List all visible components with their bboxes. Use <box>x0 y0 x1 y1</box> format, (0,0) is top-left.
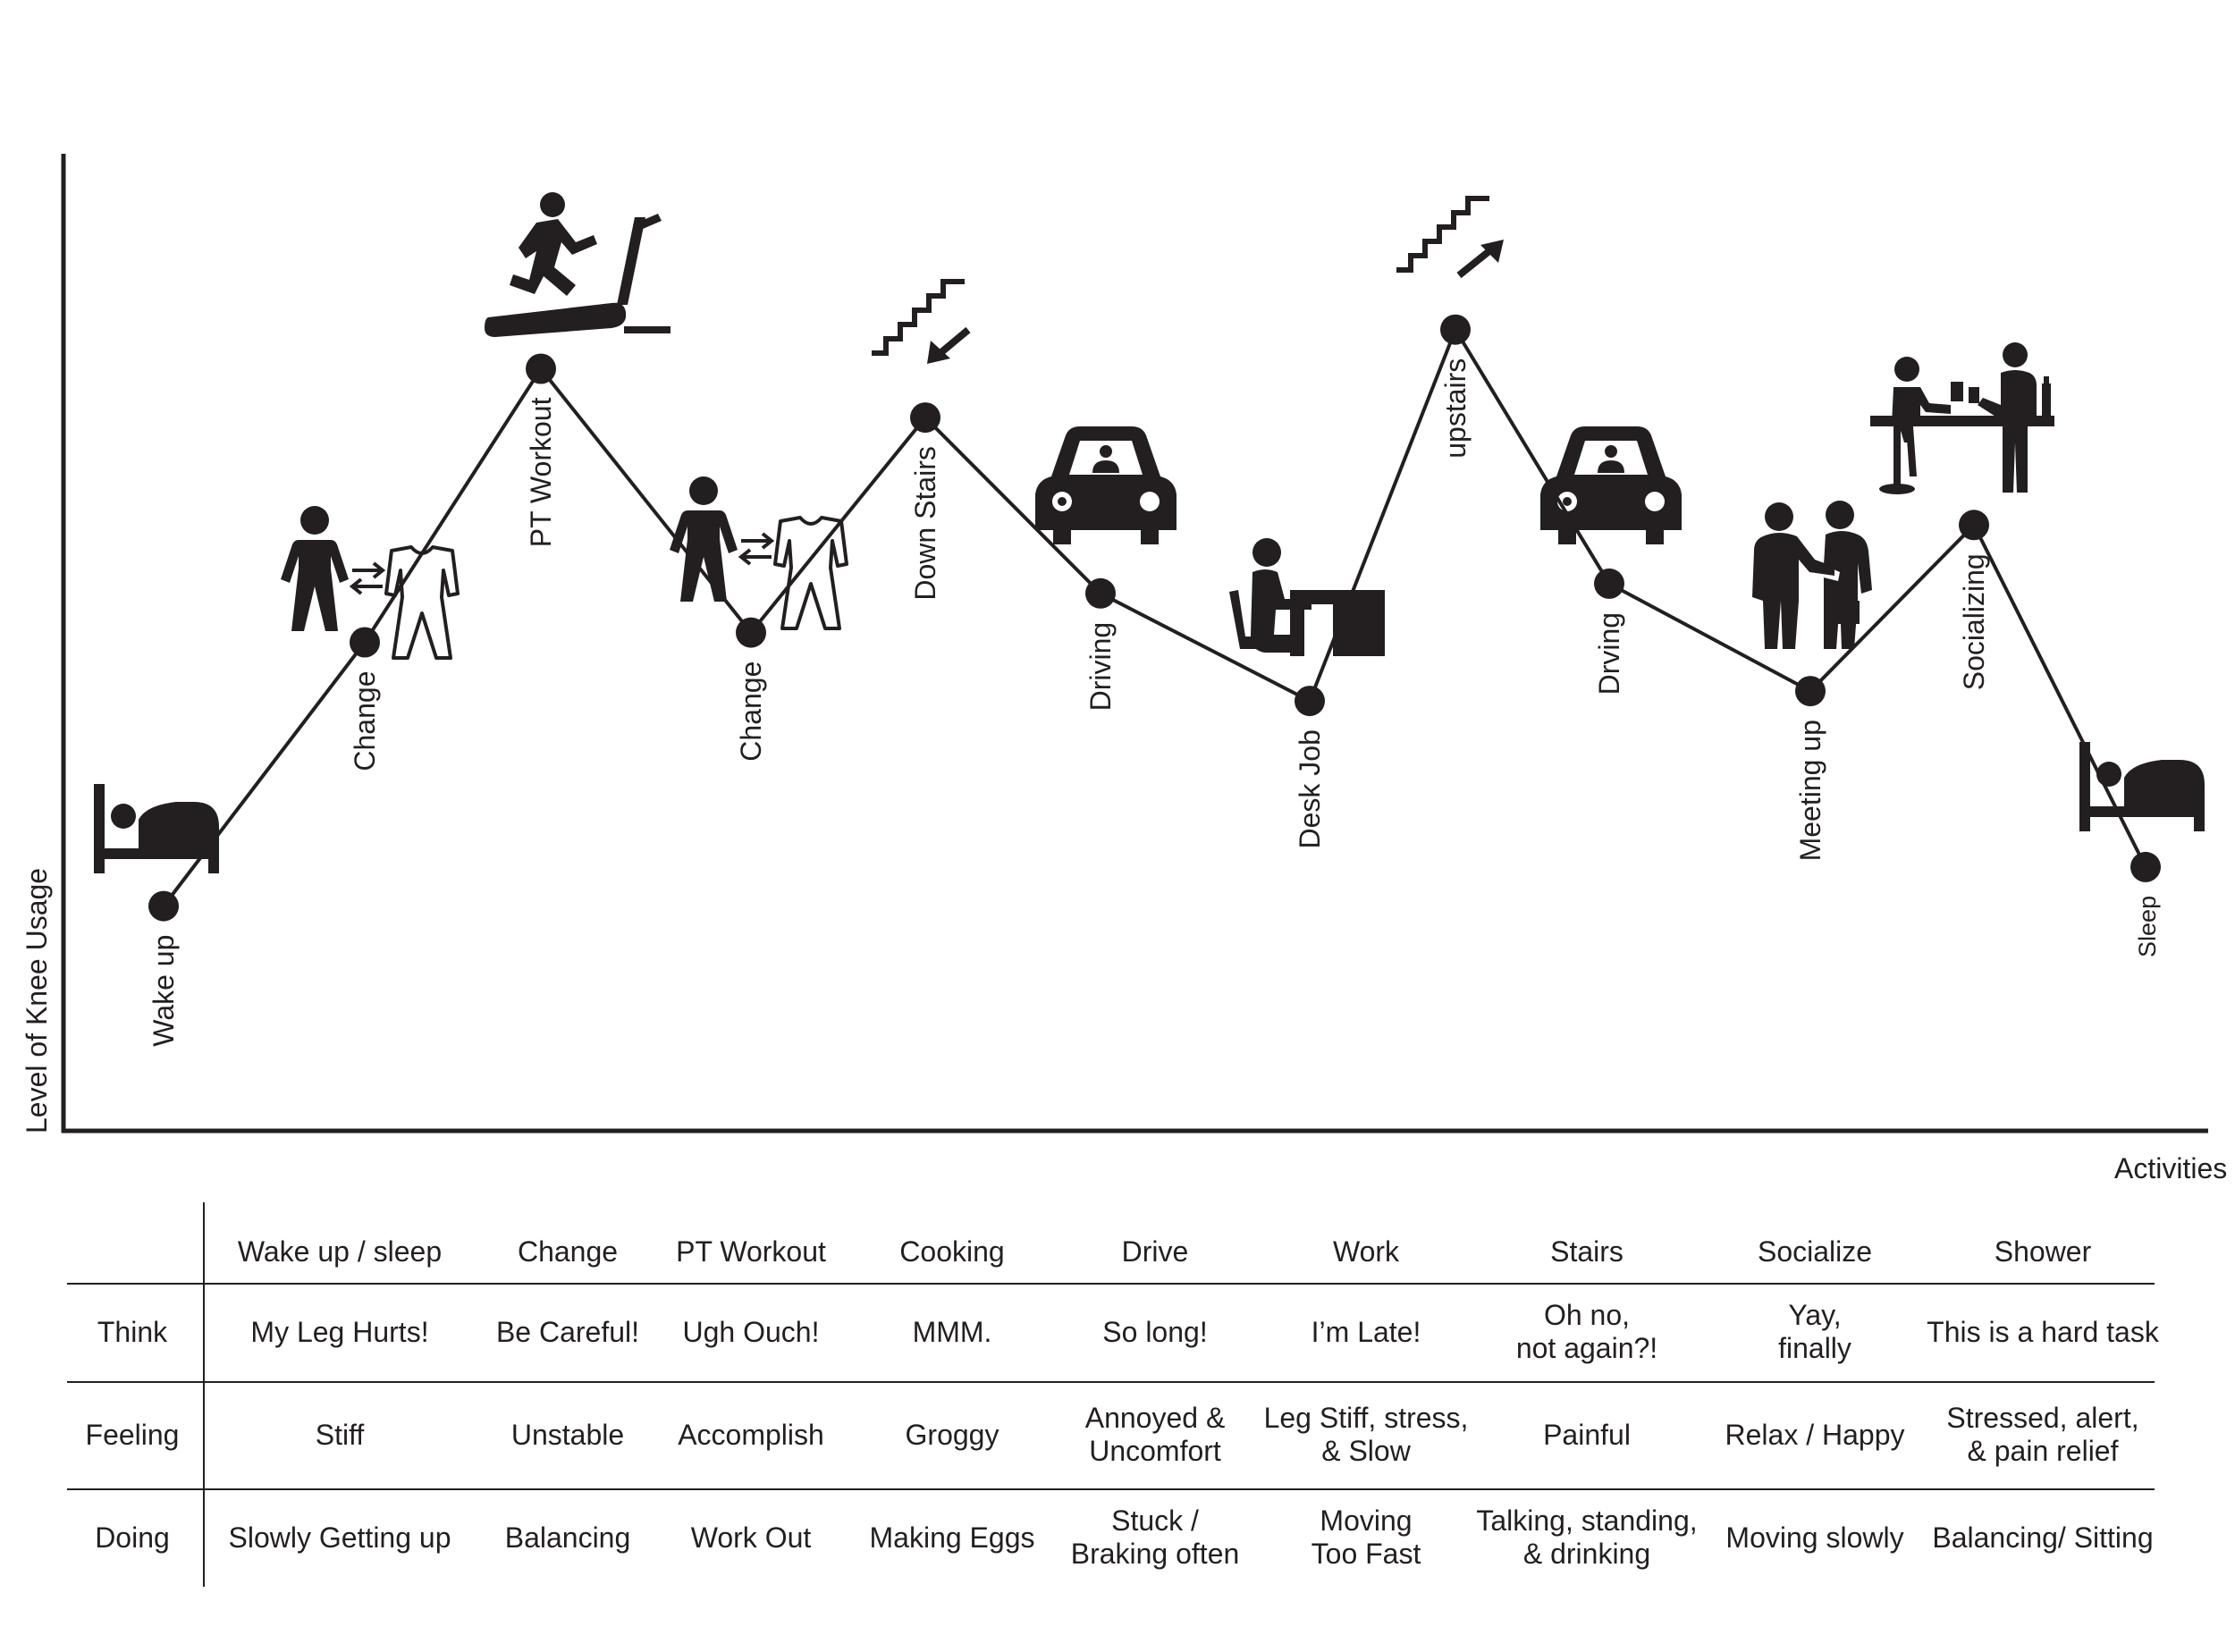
data-point <box>910 402 940 434</box>
table-cell: Stuck / Braking often <box>1070 1504 1240 1570</box>
table-rule <box>67 1381 2155 1383</box>
table-cell: Moving Too Fast <box>1311 1504 1421 1570</box>
table-cell: I’m Late! <box>1311 1315 1421 1348</box>
point-label: Drving <box>1593 612 1625 695</box>
journey-table: Wake up / sleep Change PT Workout Cooking Dr… <box>67 1202 2159 1587</box>
data-point <box>1795 676 1826 707</box>
column-header: Stairs <box>1550 1235 1624 1268</box>
row-header: Think <box>97 1315 168 1348</box>
data-point <box>2130 851 2161 882</box>
knee-usage-journey-chart: Level of Knee Usage Activities <box>21 154 2227 1184</box>
table-cell: MMM. <box>912 1315 992 1348</box>
point-label: Sleep <box>2134 896 2161 957</box>
car-icon <box>1035 426 1177 544</box>
point-label: Desk Job <box>1294 729 1326 848</box>
x-axis-label: Activities <box>2114 1152 2227 1184</box>
column-header: Shower <box>1994 1235 2092 1268</box>
column-header: Cooking <box>899 1235 1005 1268</box>
table-cell: Yay, finally <box>1778 1299 1851 1364</box>
car-icon <box>1540 426 1682 544</box>
table-cell: This is a hard task <box>1927 1315 2159 1348</box>
series-line <box>162 325 2147 907</box>
treadmill-runner-icon <box>485 192 670 337</box>
table-cell: Balancing/ Sitting <box>1932 1521 2154 1554</box>
data-point <box>736 617 766 648</box>
data-point <box>1594 568 1624 599</box>
table-rule <box>203 1202 205 1587</box>
table-cell: Talking, standing, & drinking <box>1476 1504 1698 1570</box>
data-point <box>1295 686 1325 717</box>
point-label: Driving <box>1084 622 1117 712</box>
table-cell: Groggy <box>905 1418 999 1451</box>
data-point <box>526 353 556 384</box>
data-point <box>1959 510 1989 541</box>
stairs-up-icon <box>1396 198 1504 279</box>
table-cell: Oh no, not again?! <box>1515 1299 1658 1364</box>
point-label: Change <box>349 671 381 771</box>
table-cell: Moving slowly <box>1725 1521 1904 1554</box>
desk-worker-icon <box>1229 538 1385 656</box>
table-cell: Work Out <box>690 1521 812 1554</box>
table-cell: Making Eggs <box>869 1521 1035 1554</box>
column-header: Wake up / sleep <box>237 1235 443 1268</box>
table-cell: Ugh Ouch! <box>682 1315 820 1348</box>
table-cell: Relax / Happy <box>1725 1418 1905 1451</box>
y-axis-label: Level of Knee Usage <box>21 868 53 1134</box>
table-cell: My Leg Hurts! <box>250 1315 429 1348</box>
column-header: Work <box>1332 1235 1400 1268</box>
table-cell: Annoyed & Uncomfort <box>1084 1402 1226 1467</box>
point-label: Meeting up <box>1794 720 1826 861</box>
column-header: Change <box>517 1235 619 1268</box>
point-label: Change <box>735 662 767 762</box>
table-cell: Stressed, alert, & pain relief <box>1946 1402 2139 1467</box>
row-header: Feeling <box>85 1418 180 1451</box>
point-label: PT Workout <box>525 397 557 547</box>
column-header: Socialize <box>1757 1235 1873 1268</box>
table-cell: Painful <box>1543 1418 1631 1451</box>
column-header: PT Workout <box>676 1235 826 1268</box>
table-cell: Unstable <box>510 1418 625 1451</box>
changing-clothes-icon <box>281 506 460 660</box>
table-rule <box>67 1283 2155 1285</box>
table-cell: Accomplish <box>678 1418 824 1451</box>
data-point <box>1085 577 1116 609</box>
table-rule <box>67 1488 2155 1490</box>
changing-clothes-icon <box>670 476 848 630</box>
table-cell: Balancing <box>504 1521 631 1554</box>
table-cell: Leg Stiff, stress, & Slow <box>1263 1402 1469 1467</box>
data-point <box>350 627 380 658</box>
data-point <box>148 890 179 922</box>
row-header: Doing <box>95 1521 170 1554</box>
bar-drinks-icon <box>1870 342 2054 494</box>
column-header: Drive <box>1121 1235 1189 1268</box>
table-cell: So long! <box>1102 1315 1208 1348</box>
point-label: Socializing <box>1958 553 1990 690</box>
point-label: Wake up <box>148 935 180 1047</box>
data-point <box>1440 314 1471 345</box>
table-cell: Stiff <box>315 1418 365 1451</box>
bed-icon <box>2079 742 2205 831</box>
point-label: Down Stairs <box>909 446 941 600</box>
handshake-icon <box>1752 501 1872 649</box>
stairs-down-icon <box>872 282 971 364</box>
point-label: upstairs <box>1439 358 1472 459</box>
table-cell: Slowly Getting up <box>228 1521 451 1554</box>
table-cell: Be Careful! <box>495 1315 640 1348</box>
